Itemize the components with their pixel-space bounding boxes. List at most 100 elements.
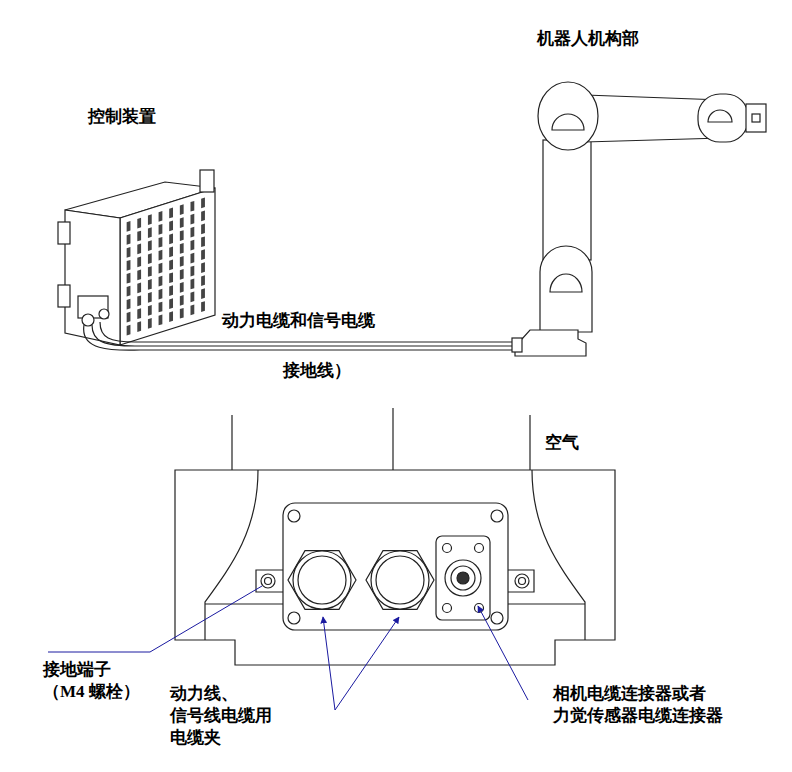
robot-base: [265, 578, 272, 585]
sensor-connector: [436, 536, 490, 620]
vent-slots: [148, 292, 152, 303]
vent-slots: [190, 214, 194, 225]
sensor-connector: [443, 544, 452, 553]
vent-slots: [190, 227, 194, 238]
vent-slots: [137, 308, 141, 319]
air-label: 空气: [545, 432, 579, 454]
cable-label: 接地线）: [283, 360, 351, 382]
vent-slots: [137, 231, 141, 242]
part-label: 接地端子 （M4 螺栓）: [43, 659, 151, 703]
robot-base: [256, 570, 285, 592]
cable-label: 动力电缆和信号电缆: [222, 310, 375, 332]
vent-slots: [180, 230, 184, 241]
robot-base: [491, 510, 503, 522]
control-unit: [120, 188, 215, 345]
leader-line: [323, 617, 335, 710]
vent-slots: [201, 288, 205, 299]
cable-gland: [298, 556, 346, 604]
vent-slots: [137, 295, 141, 306]
vent-slots: [180, 204, 184, 215]
sensor-connector: [445, 560, 481, 596]
robot-label: 机器人机构部: [537, 28, 639, 50]
vent-slots: [159, 263, 163, 274]
vent-slots: [127, 221, 131, 232]
robot-base: [392, 408, 393, 470]
vent-slots: [180, 256, 184, 267]
cable-gland: [371, 551, 429, 609]
vent-slots: [190, 305, 194, 316]
vent-slots: [148, 279, 152, 290]
vent-slots: [137, 321, 141, 332]
vent-slots: [159, 211, 163, 222]
vent-slots: [148, 227, 152, 238]
vent-slots: [201, 198, 205, 209]
sensor-connector: [436, 536, 490, 620]
robot-arm: [550, 274, 582, 292]
vent-slots: [148, 305, 152, 316]
vent-slots: [159, 289, 163, 300]
vent-slots: [127, 312, 131, 323]
vent-slots: [148, 266, 152, 277]
vent-slots: [169, 221, 173, 232]
sensor-connector: [443, 604, 452, 613]
vent-slots: [201, 249, 205, 260]
sensor-connector: [451, 566, 475, 590]
control-unit: [58, 170, 215, 345]
vent-slots: [137, 257, 141, 268]
vent-slots: [169, 311, 173, 322]
vent-slots: [137, 244, 141, 255]
vent-slots: [201, 275, 205, 286]
leader-line: [48, 586, 262, 652]
robot-base: [515, 574, 529, 588]
vent-slots: [159, 224, 163, 235]
vent-slots: [127, 299, 131, 310]
vent-slots: [148, 253, 152, 264]
vent-slots: [201, 301, 205, 312]
robot-arm: [543, 140, 591, 260]
vent-slots: [180, 308, 184, 319]
vent-slots: [190, 201, 194, 212]
vent-slots: [180, 217, 184, 228]
robot-base: [175, 470, 615, 665]
cable-gland: [288, 551, 434, 610]
robot-arm: [552, 114, 584, 130]
vent-slots: [127, 286, 131, 297]
vent-slots: [180, 269, 184, 280]
vent-slots: [190, 266, 194, 277]
vent-slots: [169, 272, 173, 283]
vent-slots: [169, 259, 173, 270]
robot-base: [519, 578, 526, 585]
robot-base: [261, 574, 275, 588]
vent-slots: [169, 234, 173, 245]
robot-arm: [752, 114, 760, 122]
part-label: 动力线、 信号线电缆用 电缆夹: [170, 683, 282, 749]
vent-slots: [159, 302, 163, 313]
cable-gland: [366, 551, 434, 610]
robot-arm: [512, 82, 766, 356]
vent-slots: [148, 240, 152, 251]
vent-slots: [127, 273, 131, 284]
vent-slots: [127, 260, 131, 271]
robot-base: [288, 510, 300, 522]
vent-slots: [169, 246, 173, 257]
vent-slots: [201, 210, 205, 221]
control-unit: [58, 285, 70, 307]
vent-slots: [190, 279, 194, 290]
control-unit: [65, 210, 120, 345]
robot-arm: [540, 246, 592, 332]
control-unit: [78, 296, 108, 318]
vent-slots: [190, 253, 194, 264]
robot-base: [231, 415, 232, 470]
sensor-connector: [457, 572, 469, 584]
robot-base: [288, 612, 300, 624]
vent-slots: [127, 325, 131, 336]
vent-slots: [169, 208, 173, 219]
robot-base: [491, 612, 503, 624]
vent-slots: [201, 236, 205, 247]
control-unit: [200, 170, 214, 192]
leader-line: [478, 606, 528, 700]
control-unit: [82, 314, 94, 326]
controller-label: 控制装置: [88, 106, 156, 128]
robot-base: [283, 503, 508, 630]
